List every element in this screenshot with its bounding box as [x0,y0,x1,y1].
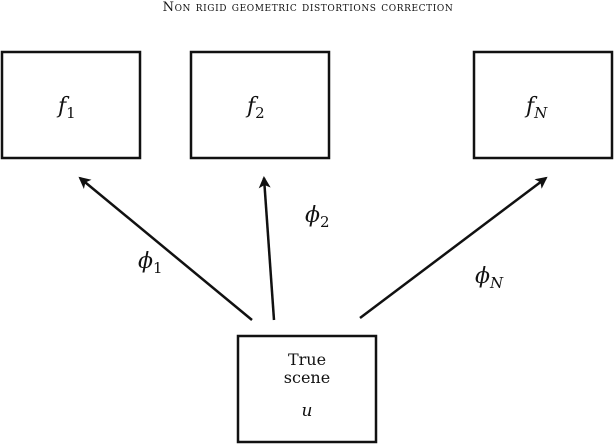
frame-label-2: f2 [245,94,265,122]
scene-label-line2: scene [284,368,330,387]
diagram-title: Non rigid geometric distortions correcti… [162,0,454,15]
frame-box-1 [0,50,142,160]
scene-label-line1: True [288,350,326,369]
scene-box [236,334,378,444]
arrow-phi-2 [258,176,276,321]
arrow-phi-n [359,176,548,319]
arrow-label-phi-1: ϕ1 [138,249,163,277]
frame-box-2 [189,50,331,160]
frame-box-n [472,50,614,160]
arrow-phi-1 [78,176,253,321]
arrow-label-phi-n: ϕN [475,264,504,292]
frame-label-1: f1 [56,94,76,122]
scene-symbol: u [302,401,313,421]
frame-label-n: fN [524,94,548,122]
arrow-label-phi-2: ϕ2 [305,203,330,231]
